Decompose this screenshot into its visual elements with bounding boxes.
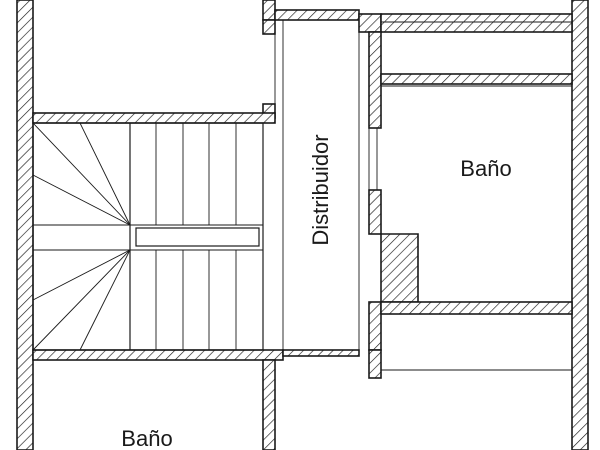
room-label-distribuidor: Distribuidor: [308, 134, 333, 245]
staircase: [32, 122, 264, 351]
wall-above-stairs: [32, 112, 276, 124]
wall-top-strip: [274, 9, 360, 21]
wall-lower-right-jamb: [368, 349, 382, 379]
wall-right-column-upper: [368, 31, 382, 129]
room-label-bano-right: Baño: [460, 156, 511, 181]
wall-right-column-mid: [368, 189, 382, 235]
wall-below-bano: [380, 301, 573, 315]
wall-top-left-jamb: [262, 19, 276, 35]
wall-below-stairs: [32, 349, 284, 361]
room-label-bano-bottom: Baño: [121, 426, 172, 450]
wall-right-column-lower: [368, 301, 382, 351]
wall-left-outer: [16, 0, 34, 450]
shaft-block: [380, 233, 419, 303]
stair-well: [135, 227, 260, 247]
wall-lower-mid-strip: [282, 349, 360, 357]
outlines: [274, 20, 572, 371]
wall-top-right-jamb: [358, 13, 382, 33]
wall-right-outer: [571, 0, 589, 450]
wall-lower-vertical: [262, 359, 276, 450]
wall-above-bano: [380, 73, 573, 85]
wall-top-right-strip: [380, 13, 573, 33]
wall-top-left-vertical: [262, 0, 276, 21]
stair-outline: [32, 122, 264, 351]
